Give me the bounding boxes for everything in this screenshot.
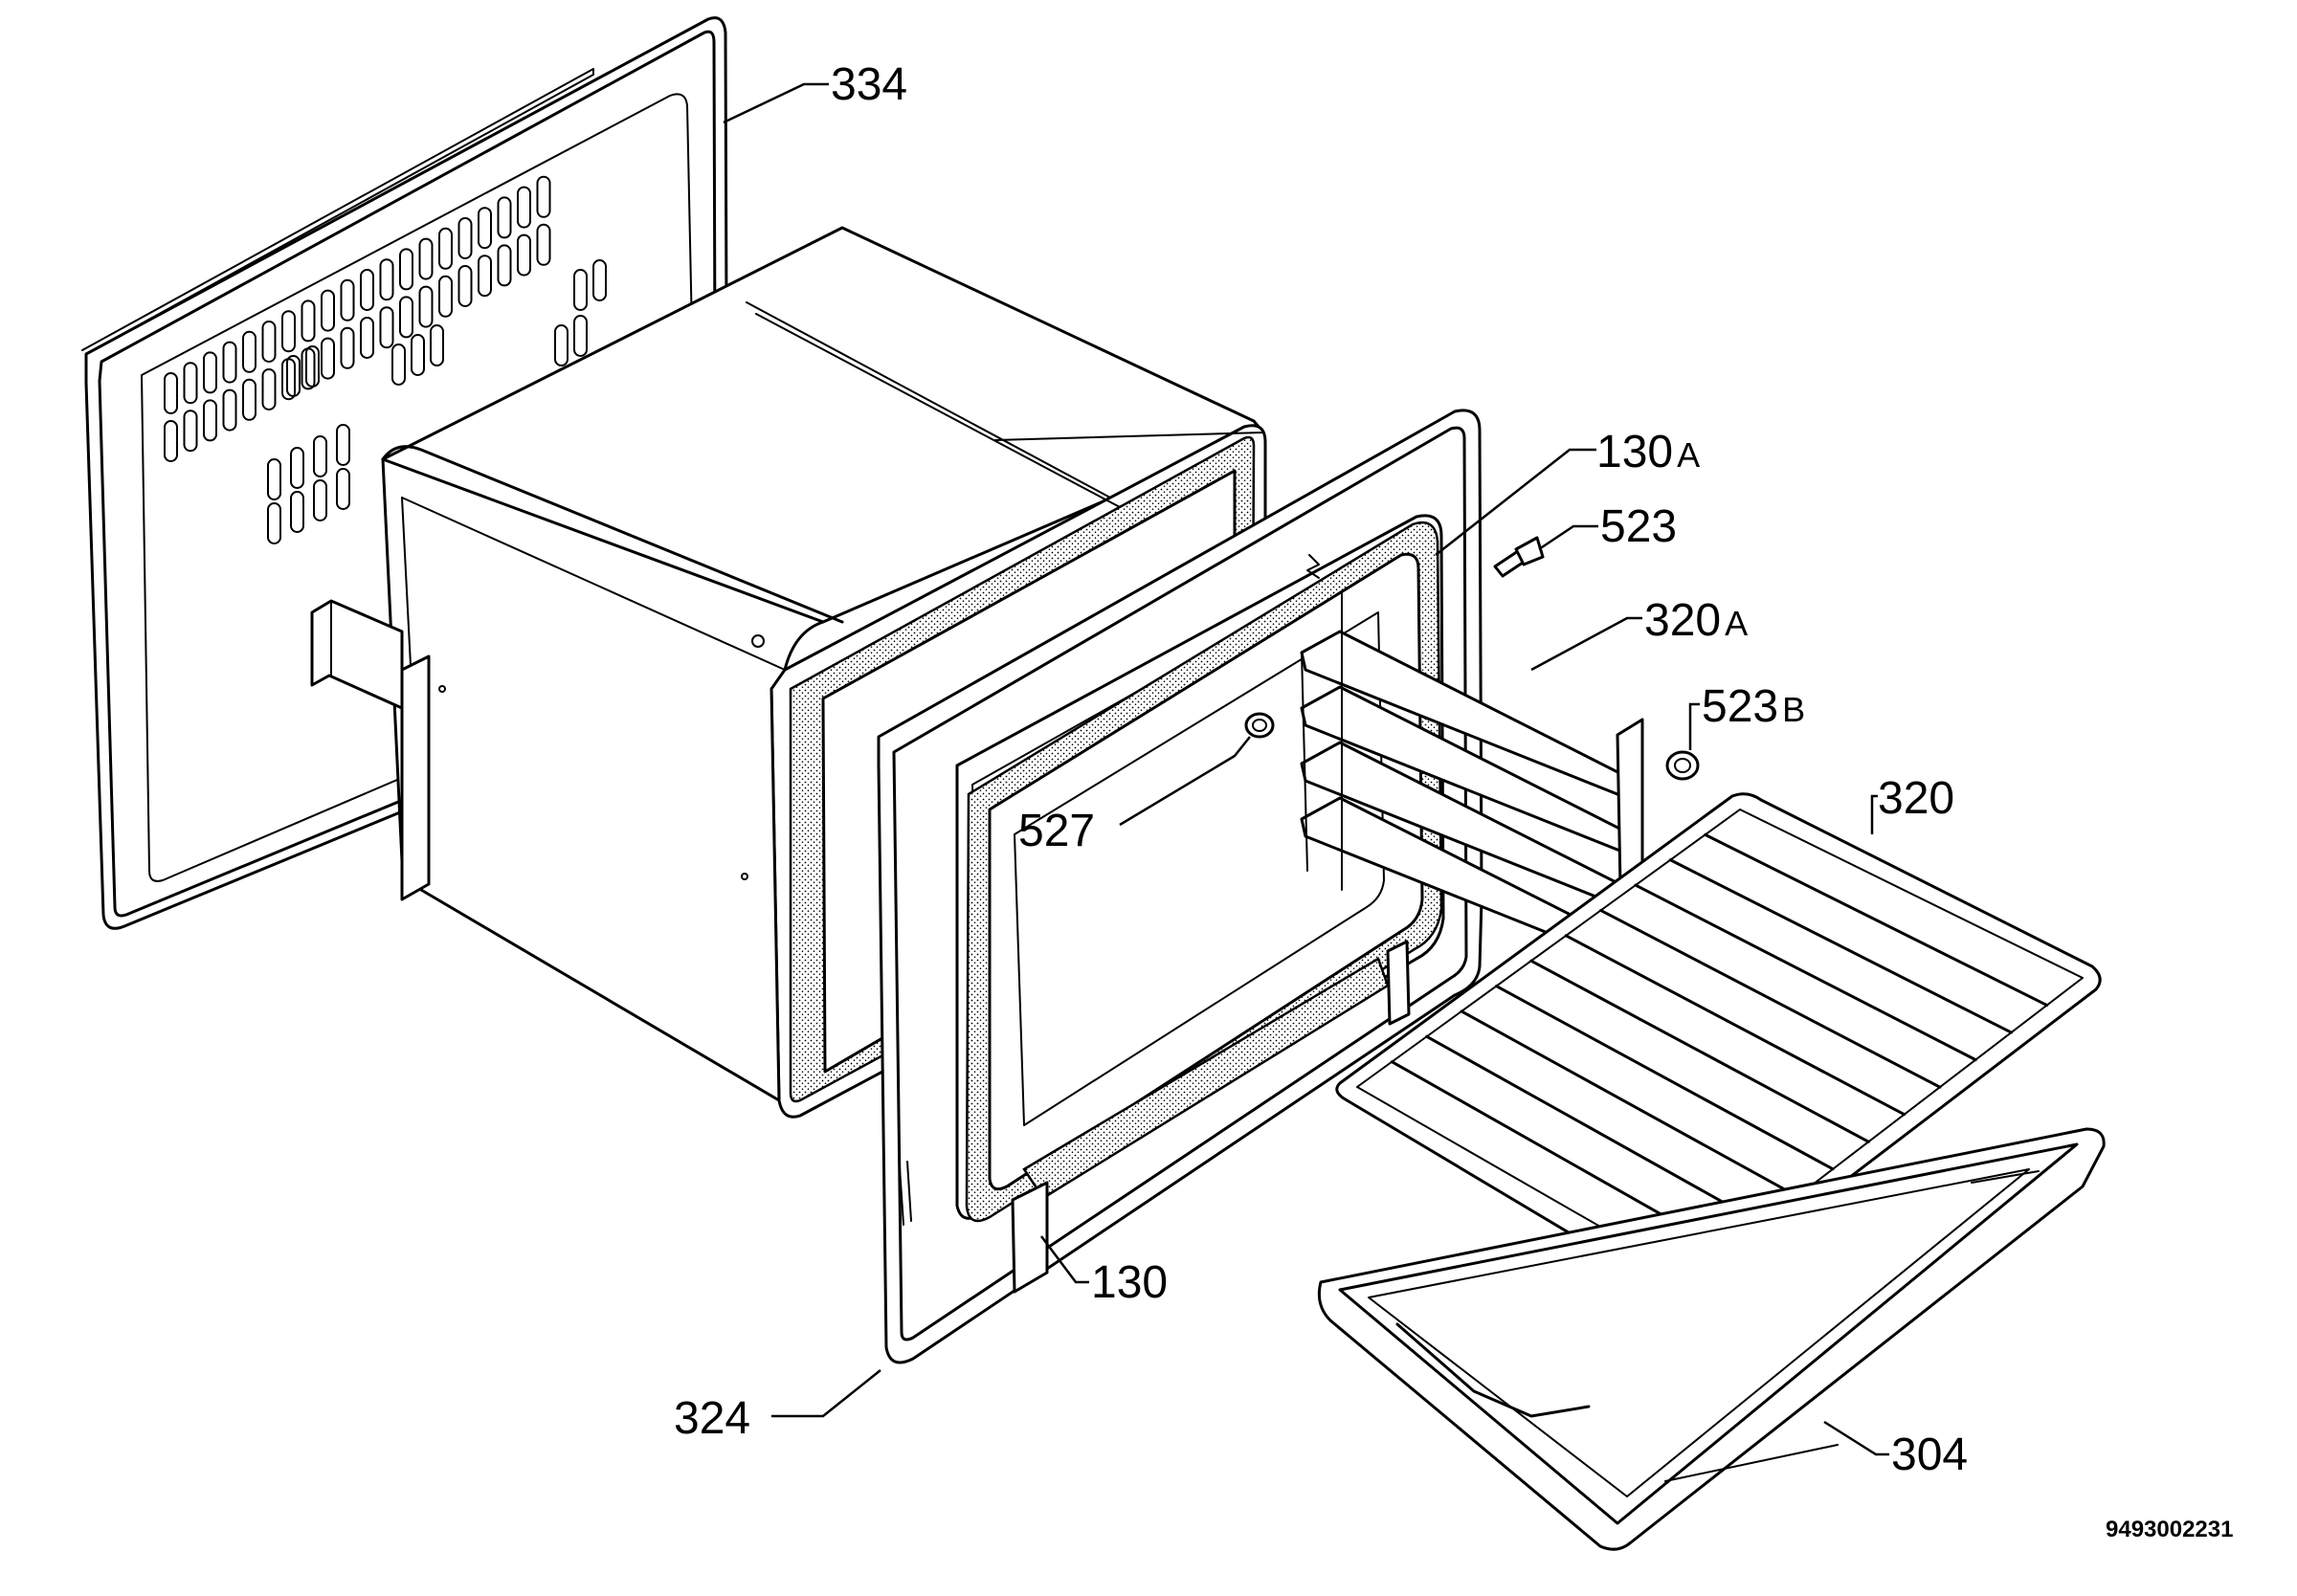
vent-slot xyxy=(313,435,327,477)
vent-slot xyxy=(290,447,304,489)
vent-slot xyxy=(340,278,355,321)
vent-slot xyxy=(164,420,178,462)
screw-523 xyxy=(1493,536,1545,578)
shelf-wire xyxy=(1668,858,2013,1034)
drawing-number: 9493002231 xyxy=(2106,1517,2233,1542)
vent-slot xyxy=(183,410,198,453)
shelf-wire xyxy=(1564,934,1907,1117)
vent-slot xyxy=(340,326,355,369)
vent-slot xyxy=(360,317,374,359)
vent-slot xyxy=(457,265,473,307)
vent-slot xyxy=(391,344,406,386)
vent-slot xyxy=(336,424,350,466)
vent-slot xyxy=(242,330,256,373)
vent-slot xyxy=(267,502,281,544)
vent-slot xyxy=(203,399,217,442)
shelf-wire xyxy=(1529,959,1870,1143)
label-324: 324 xyxy=(674,1393,750,1444)
label-527: 527 xyxy=(1018,806,1095,856)
shelf-wire xyxy=(1460,1009,1799,1198)
vent-slot xyxy=(281,310,296,353)
vent-slot xyxy=(573,269,588,311)
vent-slot xyxy=(497,196,512,239)
shelf-wire xyxy=(1634,883,1977,1062)
vent-slot xyxy=(222,341,237,384)
vent-slot xyxy=(517,233,531,277)
vent-slot xyxy=(399,296,413,339)
vent-slot xyxy=(438,275,453,318)
vent-slot xyxy=(536,223,551,266)
vent-slot xyxy=(517,186,531,229)
shelf-wire xyxy=(1425,1034,1764,1226)
vent-slot xyxy=(592,259,607,301)
wire-shelf-320 xyxy=(1335,792,2102,1298)
vent-slot xyxy=(305,345,320,388)
vent-slot xyxy=(286,355,301,397)
ventilation-slots xyxy=(164,175,607,544)
vent-slot xyxy=(379,306,394,349)
vent-slot xyxy=(261,368,277,410)
vent-slot xyxy=(536,175,551,218)
shelf-wire xyxy=(1494,985,1835,1171)
vent-slot xyxy=(411,334,425,376)
vent-slot xyxy=(438,227,453,270)
vent-slot xyxy=(554,324,569,366)
shelf-inner-frame xyxy=(1356,809,2084,1279)
vent-slot xyxy=(497,244,512,287)
shelf-wire xyxy=(1704,832,2049,1008)
vent-slot xyxy=(418,285,434,328)
vent-slot xyxy=(430,324,444,366)
leader-lines xyxy=(723,82,1889,1456)
vent-slot xyxy=(379,258,394,301)
lamp-527 xyxy=(1244,712,1275,739)
label-523: 523 xyxy=(1600,501,1677,552)
baking-tray-304 xyxy=(1317,1127,2106,1551)
vent-slot xyxy=(573,315,588,357)
shelf-wire xyxy=(1599,908,1942,1089)
shelf-frame xyxy=(1335,792,2102,1298)
label-304: 304 xyxy=(1891,1430,1968,1480)
vent-slot xyxy=(321,337,335,380)
runner-back xyxy=(1301,652,1308,872)
vent-slot xyxy=(203,351,217,394)
vent-slot xyxy=(478,255,492,298)
vent-slot xyxy=(267,458,281,500)
vent-slot xyxy=(222,388,237,432)
vent-slot xyxy=(336,468,350,510)
vent-slot xyxy=(290,491,304,533)
label-130: 130 xyxy=(1091,1257,1168,1308)
vent-slot xyxy=(478,207,492,250)
label-320: 320 xyxy=(1878,773,1954,824)
vent-slot xyxy=(164,372,178,414)
vent-slot xyxy=(242,378,256,421)
label-334: 334 xyxy=(831,59,907,110)
vent-slot xyxy=(360,269,374,311)
vent-slot xyxy=(321,289,335,332)
grommet-523B xyxy=(1665,750,1700,781)
vent-slot xyxy=(313,479,327,521)
vent-slot xyxy=(183,362,198,405)
vent-slot xyxy=(301,299,316,343)
vent-slot xyxy=(399,248,413,291)
vent-slot xyxy=(418,237,434,280)
vent-slot xyxy=(457,217,473,259)
vent-slot xyxy=(261,321,277,363)
